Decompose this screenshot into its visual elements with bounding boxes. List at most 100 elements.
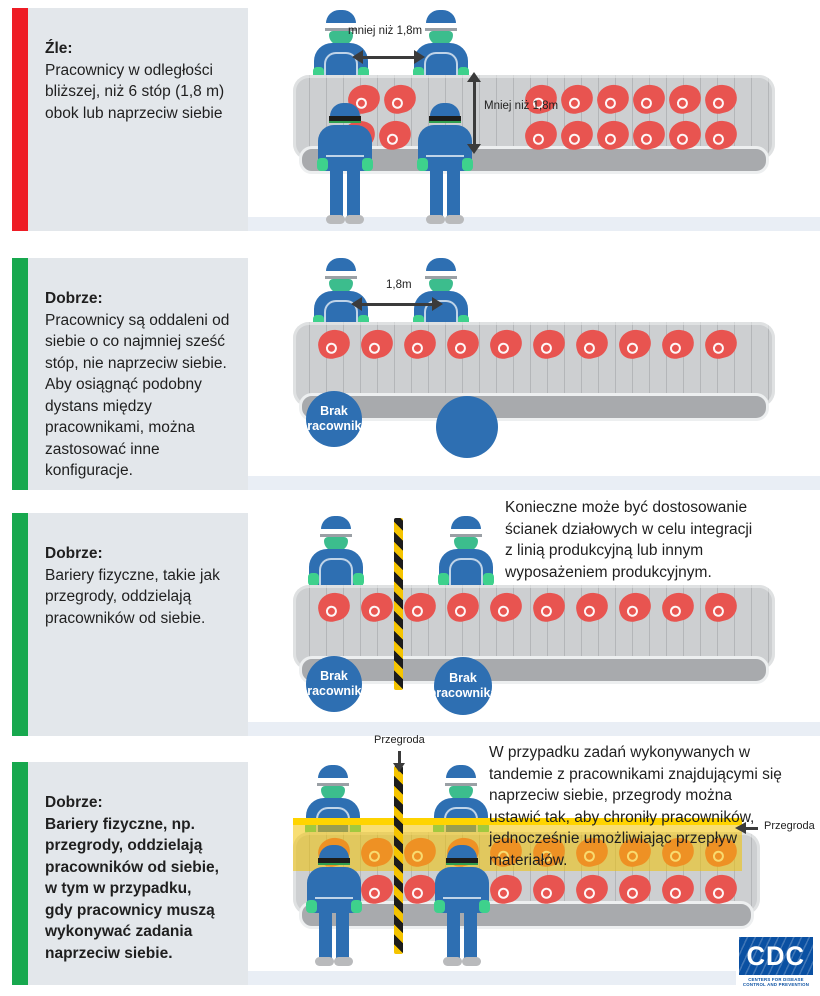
worker-cap bbox=[446, 765, 476, 781]
worker-waist bbox=[426, 155, 464, 157]
floor-band bbox=[248, 217, 820, 231]
cdc-logo-acronym: CDC bbox=[746, 940, 806, 971]
worker-bandk bbox=[329, 116, 361, 121]
worker-cap bbox=[447, 845, 477, 861]
worker-cap bbox=[330, 103, 360, 119]
worker-facing-front bbox=[313, 10, 369, 82]
worker-cap bbox=[318, 765, 348, 781]
no-worker-circle: Brak pracownika bbox=[300, 391, 368, 447]
worker-band bbox=[450, 529, 482, 534]
panel-4-body: Bariery fizyczne, np. przegrody, oddziel… bbox=[45, 815, 219, 962]
worker-band bbox=[325, 271, 357, 276]
worker-shoel bbox=[326, 215, 345, 224]
worker-glover bbox=[358, 315, 369, 328]
distance-label: mniej niż 1,8m bbox=[348, 25, 423, 37]
worker-glover bbox=[353, 573, 364, 586]
worker-glovel bbox=[313, 315, 324, 328]
panel-3-body: Bariery fizyczne, takie jak przegrody, o… bbox=[45, 566, 220, 627]
distance-arrow-horizontal bbox=[351, 297, 443, 311]
worker-bandg bbox=[329, 121, 361, 123]
worker-band2 bbox=[450, 534, 482, 537]
worker-facing-away bbox=[417, 103, 473, 225]
worker-legr bbox=[464, 913, 477, 959]
worker-glover bbox=[458, 67, 469, 80]
worker-cap bbox=[430, 103, 460, 119]
worker-bandk bbox=[429, 116, 461, 121]
worker-band2 bbox=[325, 28, 357, 31]
worker-bandk bbox=[318, 858, 350, 863]
worker-bandg bbox=[446, 863, 478, 865]
cdc-logo-square: CDC bbox=[739, 937, 813, 975]
worker-legr bbox=[347, 171, 360, 217]
panel-2-textbox: Dobrze: Pracownicy są oddaleni od siebie… bbox=[28, 258, 248, 490]
worker-bandg bbox=[429, 121, 461, 123]
no-worker-circle: Brak pracownika bbox=[300, 656, 368, 712]
worker-mask bbox=[449, 786, 473, 800]
worker-glover bbox=[358, 67, 369, 80]
panel-4-heading: Dobrze: bbox=[45, 794, 103, 811]
worker-glovel bbox=[308, 573, 319, 586]
worker-shoer bbox=[334, 957, 353, 966]
worker-cap bbox=[426, 10, 456, 26]
worker-mask bbox=[454, 537, 478, 551]
worker-cap bbox=[326, 258, 356, 274]
panel-4-textbox: Dobrze: Bariery fizyczne, np. przegrody,… bbox=[28, 762, 248, 985]
annotation-note: W przypadku zadań wykonywanych w tandemi… bbox=[489, 744, 782, 869]
belt-depth-label: Mniej niż 1,8m bbox=[484, 100, 559, 112]
worker-facing-front bbox=[413, 10, 469, 82]
partition-arrow-left bbox=[735, 822, 758, 834]
worker-band2 bbox=[317, 783, 349, 786]
worker-band bbox=[317, 778, 349, 783]
floor-band bbox=[248, 722, 820, 736]
worker-band bbox=[445, 778, 477, 783]
safety-barrier-vertical bbox=[394, 518, 403, 690]
floor-band bbox=[248, 476, 820, 490]
panel-1-textbox: Źle: Pracownicy w odległości bliższej, n… bbox=[28, 8, 248, 231]
green-status-bar bbox=[12, 513, 28, 736]
cdc-logo-subtext: CENTERS FOR DISEASE CONTROL AND PREVENTI… bbox=[742, 977, 810, 988]
worker-glover bbox=[458, 315, 469, 328]
worker-legl bbox=[319, 913, 332, 959]
worker-bandk bbox=[446, 858, 478, 863]
worker-facing-front bbox=[313, 258, 369, 330]
worker-band2 bbox=[320, 534, 352, 537]
worker-mask bbox=[324, 537, 348, 551]
worker-legl bbox=[430, 171, 443, 217]
empty-worker-circle bbox=[436, 396, 498, 458]
worker-band bbox=[320, 529, 352, 534]
belt-depth-arrow bbox=[467, 72, 481, 154]
worker-mask bbox=[321, 786, 345, 800]
worker-legl bbox=[447, 913, 460, 959]
worker-glovel bbox=[317, 158, 328, 171]
no-worker-label: Brak pracownika bbox=[299, 404, 369, 433]
worker-glover bbox=[483, 573, 494, 586]
worker-band2 bbox=[425, 28, 457, 31]
worker-glovel bbox=[434, 900, 445, 913]
worker-facing-away bbox=[434, 845, 490, 967]
worker-glover bbox=[462, 158, 473, 171]
no-worker-label: Brak pracownika bbox=[428, 671, 498, 700]
worker-band2 bbox=[425, 276, 457, 279]
green-status-bar bbox=[12, 762, 28, 985]
cdc-logo: CDC CENTERS FOR DISEASE CONTROL AND PREV… bbox=[739, 937, 813, 988]
worker-apron bbox=[324, 300, 358, 330]
panel-3-heading: Dobrze: bbox=[45, 545, 103, 562]
distance-label: 1,8m bbox=[386, 279, 412, 291]
worker-mask bbox=[429, 31, 453, 45]
worker-mask bbox=[329, 31, 353, 45]
panel-1-body: Pracownicy w odległości bliższej, niż 6 … bbox=[45, 61, 225, 122]
partition-overlay-line bbox=[293, 818, 742, 825]
worker-mask bbox=[329, 279, 353, 293]
worker-cap bbox=[321, 516, 351, 532]
worker-glovel bbox=[417, 158, 428, 171]
worker-band bbox=[325, 23, 357, 28]
worker-glover bbox=[362, 158, 373, 171]
worker-glovel bbox=[313, 67, 324, 80]
panel-1-heading: Źle: bbox=[45, 40, 73, 57]
worker-glover bbox=[351, 900, 362, 913]
worker-waist bbox=[443, 897, 481, 899]
worker-shoel bbox=[315, 957, 334, 966]
safety-barrier-vertical bbox=[394, 766, 403, 954]
partition-overlay-band bbox=[293, 825, 742, 871]
